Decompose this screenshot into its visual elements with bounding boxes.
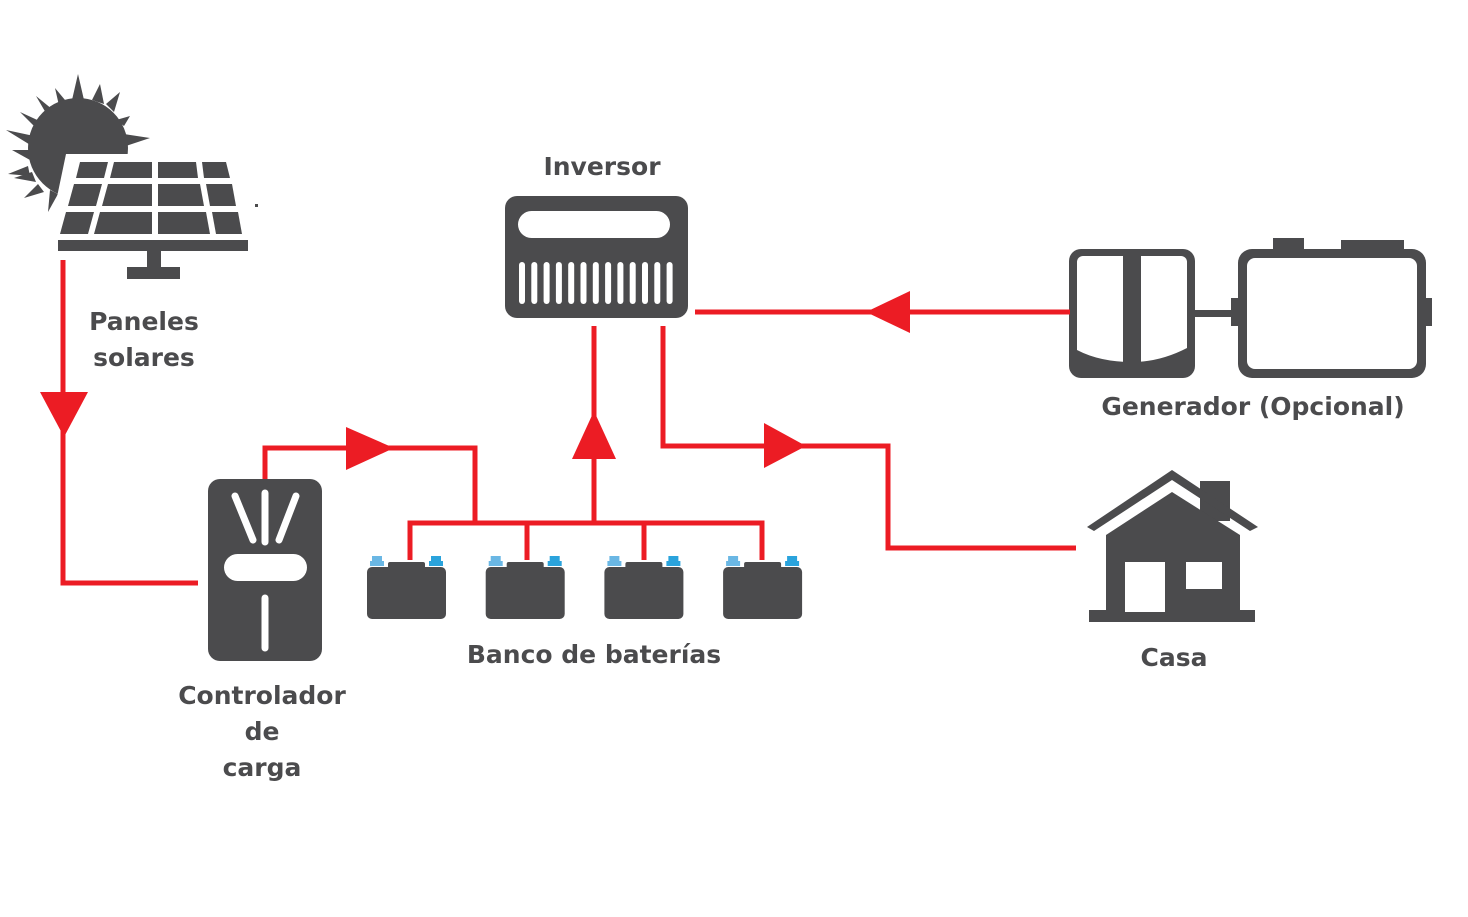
wire-solar-to-controller — [60, 260, 198, 586]
solar-panel-icon — [58, 162, 248, 279]
generator-alternator — [1231, 238, 1432, 378]
battery-icon — [604, 556, 684, 619]
battery-terminal — [549, 556, 560, 562]
battery-terminal — [666, 561, 681, 566]
battery-icon — [485, 556, 565, 619]
inverter-vent-slot — [654, 262, 661, 304]
battery-bank-label-text: Banco de baterías — [466, 640, 722, 669]
battery-body — [367, 567, 446, 619]
house-label: Casa — [1114, 640, 1234, 676]
battery-terminal — [429, 561, 443, 566]
inverter-vent-slot — [617, 262, 624, 304]
arrow-right-icon — [764, 423, 806, 468]
battery-body — [723, 567, 803, 619]
battery-terminal — [372, 556, 382, 562]
charge-controller-icon — [208, 479, 322, 661]
inverter-vent-slot — [605, 262, 612, 304]
battery-terminal — [547, 561, 562, 566]
inverter-vent-slot — [666, 262, 673, 304]
battery-bank-label: Banco de baterías — [444, 637, 744, 673]
solar-panels-label: Paneles solares — [74, 304, 214, 376]
battery-body — [485, 567, 565, 619]
battery-terminal — [607, 561, 622, 566]
battery-terminal — [785, 561, 800, 566]
battery-bank — [367, 556, 803, 619]
inverter-vent-slot — [592, 262, 599, 304]
arrow-left-icon — [866, 291, 910, 333]
generator-shaft — [1195, 310, 1237, 317]
house-icon — [1087, 470, 1258, 622]
arrow-down-icon — [40, 392, 88, 437]
solar-panels-label-line2: solares — [93, 343, 195, 372]
charge-controller-label-line2: de — [244, 717, 280, 746]
inverter-label: Inversor — [520, 149, 684, 185]
inverter-vent-slot — [629, 262, 636, 304]
wire-inverter-to-house — [660, 326, 1076, 551]
inverter-icon — [505, 196, 688, 318]
battery-terminal — [370, 561, 384, 566]
inverter-vents — [519, 262, 673, 304]
battery-terminal — [726, 561, 741, 566]
battery-terminal — [488, 561, 503, 566]
inverter-vent-slot — [531, 262, 538, 304]
inverter-vent-slot — [580, 262, 587, 304]
generator-engine — [1069, 249, 1195, 378]
inverter-vent-slot — [519, 262, 525, 304]
generator-label: Generador (Opcional) — [1080, 389, 1426, 425]
wire-battery-bus — [407, 520, 765, 560]
charge-controller-label-line1: Controlador — [178, 681, 346, 710]
battery-terminal — [787, 556, 798, 562]
inverter-label-text: Inversor — [543, 152, 661, 181]
generator-icon — [1069, 238, 1432, 378]
battery-terminal — [490, 556, 501, 562]
battery-terminal — [728, 556, 739, 562]
battery-body — [604, 567, 684, 619]
battery-terminal — [668, 556, 679, 562]
arrow-right-icon — [346, 427, 394, 470]
charge-controller-label-line3: carga — [222, 753, 302, 782]
generator-label-text: Generador (Opcional) — [1101, 392, 1405, 421]
charge-controller-label: Controlador de carga — [160, 678, 364, 786]
inverter-vent-slot — [555, 262, 562, 304]
inverter-vent-slot — [568, 262, 575, 304]
battery-icon — [367, 556, 446, 619]
battery-icon — [723, 556, 803, 619]
sun-solar-panel-icon — [6, 74, 258, 279]
solar-panels-label-line1: Paneles — [89, 307, 199, 336]
inverter-vent-slot — [543, 262, 550, 304]
inverter-vent-slot — [642, 262, 648, 304]
battery-terminal — [431, 556, 441, 562]
arrow-up-icon — [572, 411, 616, 459]
house-label-text: Casa — [1140, 643, 1208, 672]
battery-terminal — [609, 556, 620, 562]
